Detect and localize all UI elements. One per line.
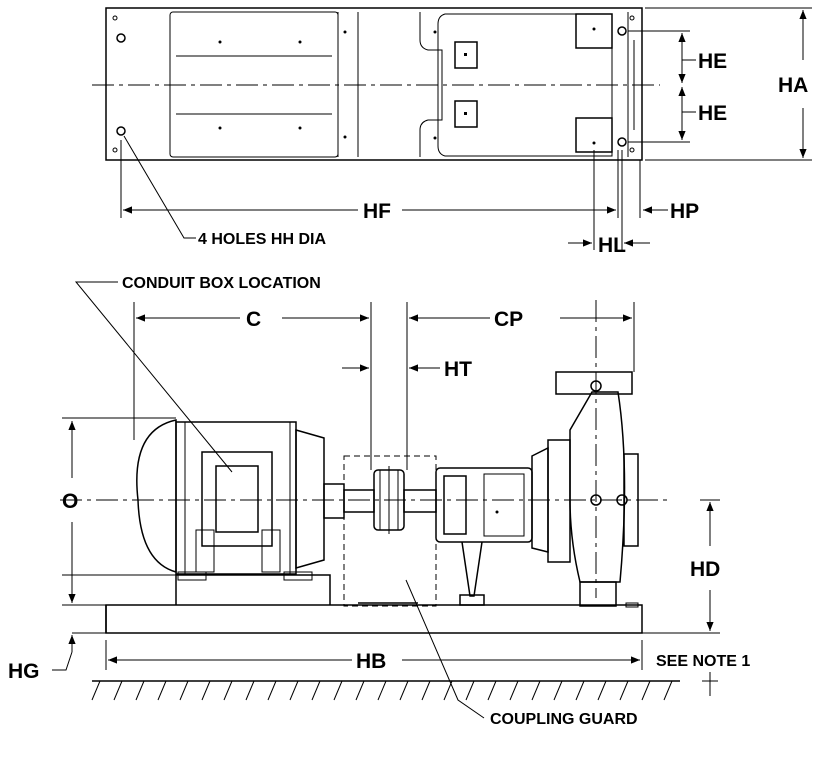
dim-o-label: O	[62, 490, 78, 513]
note-holes: 4 HOLES HH DIA	[198, 231, 326, 248]
plan-view: HA HE HE HF HP HL 4 HOLES HH DIA	[92, 7, 812, 257]
dim-hp-label: HP	[670, 200, 699, 223]
mount-hole-icon	[617, 26, 627, 36]
dim-he-top-label: HE	[698, 50, 727, 73]
ground-hatch	[91, 680, 673, 701]
dim-hf-label: HF	[363, 200, 391, 223]
elevation-view: C CP HT O HD HG HB CONDUIT BOX LOCATION …	[8, 275, 750, 728]
discharge-flange	[555, 371, 633, 395]
motor-fan-cover	[136, 419, 177, 573]
motor-body	[175, 421, 297, 575]
pump-foot-plan-top	[454, 41, 478, 69]
mount-hole-icon	[617, 137, 627, 147]
note-see-note-1: SEE NOTE 1	[656, 653, 750, 670]
baseplate-plan-outline	[105, 7, 643, 161]
coupling-guard-outline	[343, 455, 437, 607]
dim-hl-label: HL	[598, 234, 626, 257]
motor-shaft	[343, 489, 375, 513]
dim-hd-label: HD	[690, 558, 720, 581]
dim-he-bottom-label: HE	[698, 102, 727, 125]
conduit-box	[201, 451, 273, 547]
conduit-box-leader	[74, 281, 233, 473]
dim-hg-label: HG	[8, 660, 40, 683]
pump-foot-plan-bottom	[454, 100, 478, 128]
dim-c-label: C	[246, 308, 261, 331]
note-conduit-box: CONDUIT BOX LOCATION	[122, 275, 321, 292]
coupling-guard-leader	[405, 579, 485, 719]
pump-adapter	[547, 439, 571, 563]
note-coupling-guard: COUPLING GUARD	[490, 711, 638, 728]
dim-hb-label: HB	[356, 650, 386, 673]
frame-foot-plan-top	[575, 13, 613, 49]
dim-ht-label: HT	[444, 358, 472, 381]
dim-ha-label: HA	[778, 74, 808, 97]
mount-hole-icon	[116, 33, 126, 43]
dim-cp-label: CP	[494, 308, 523, 331]
pump-casing	[569, 391, 626, 583]
frame-foot-plan-bottom	[575, 117, 613, 153]
baseplate-side	[105, 604, 643, 634]
mount-hole-icon	[116, 126, 126, 136]
